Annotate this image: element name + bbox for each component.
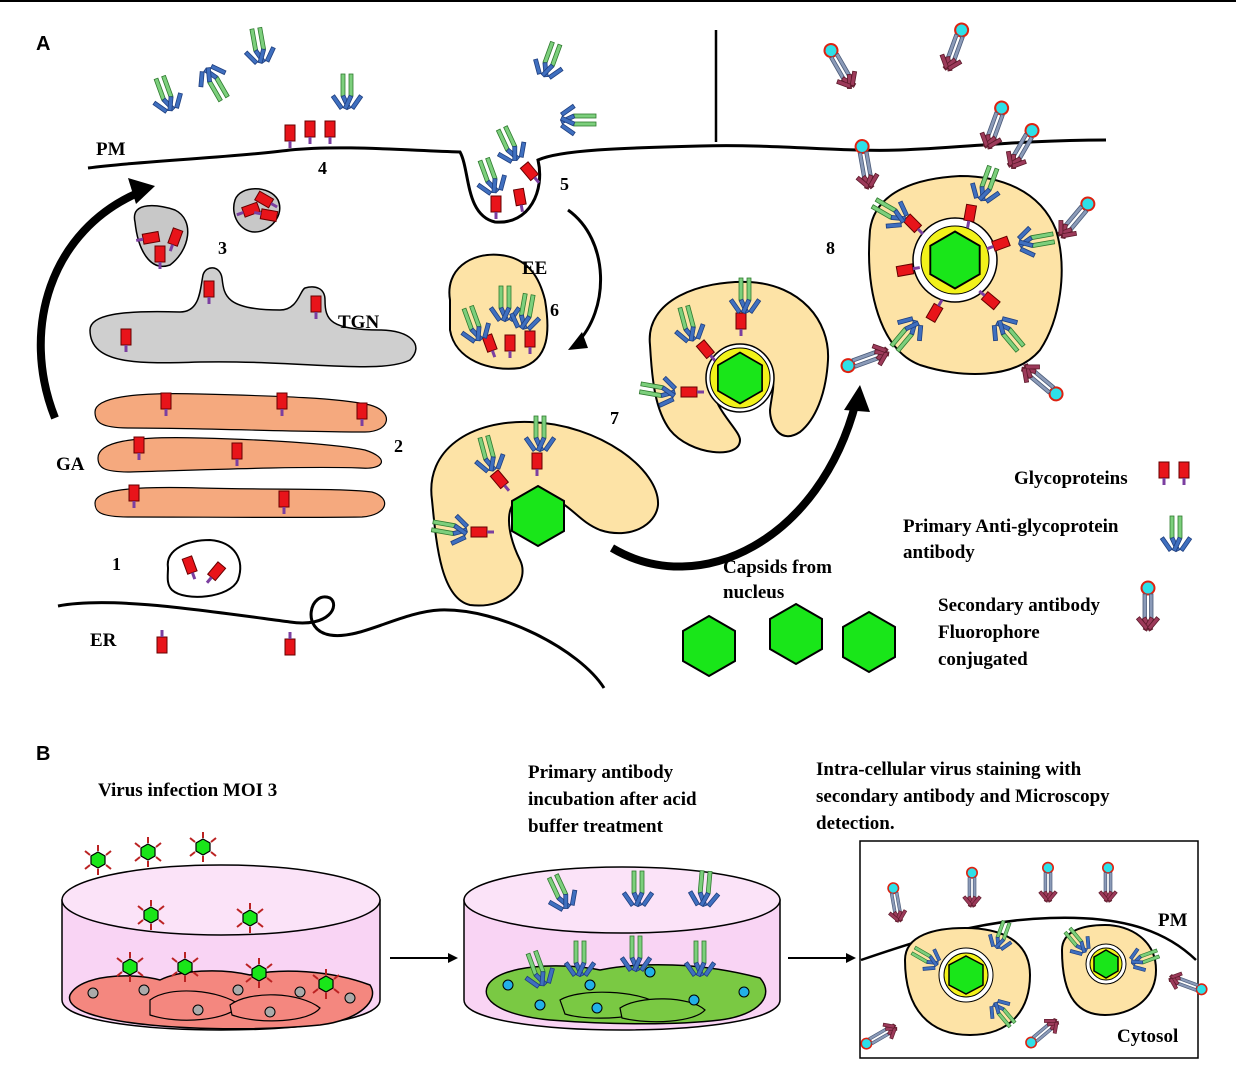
tgn-body <box>89 267 417 368</box>
maturation-arrow <box>609 400 860 571</box>
ee-label: EE <box>522 258 547 279</box>
step2-text-3: buffer treatment <box>528 816 664 837</box>
step2-text-2: incubation after acid <box>528 789 697 810</box>
step3-text-3: detection. <box>816 813 895 834</box>
step-5: 5 <box>560 174 569 194</box>
er-glyco-2 <box>284 631 296 656</box>
legend-primary-2: antibody <box>903 542 975 563</box>
free-antibodies-left <box>144 25 597 137</box>
box-pm-label: PM <box>1158 910 1188 931</box>
legend-gp-1 <box>1158 461 1170 486</box>
ga-label: GA <box>56 454 85 475</box>
step2-text-1: Primary antibody <box>528 762 674 783</box>
secretory-arrow <box>36 188 142 420</box>
wrapping-vesicle-1 <box>430 420 660 607</box>
step-6: 6 <box>550 300 559 320</box>
plasma-membrane <box>87 138 1107 224</box>
capsids-label-2: nucleus <box>723 582 784 603</box>
legend-secondary-3: conjugated <box>938 649 1028 670</box>
microscopy-box <box>856 840 1211 1059</box>
step-8: 8 <box>826 238 835 258</box>
dish-infection <box>61 831 381 1031</box>
legend-secondary-2: Fluorophore <box>938 622 1040 643</box>
pm-glycoproteins <box>284 120 336 149</box>
pm-label: PM <box>96 139 126 160</box>
arrow-step-2-head <box>846 953 856 963</box>
free-secondary-2 <box>935 18 976 76</box>
step-4: 4 <box>318 158 327 178</box>
step3-text-1: Intra-cellular virus staining with <box>816 759 1082 780</box>
step1-text: Virus infection MOI 3 <box>98 780 277 801</box>
legend-glycoproteins: Glycoproteins <box>1014 468 1128 489</box>
er-membrane <box>57 595 606 689</box>
free-secondary-1 <box>816 38 864 95</box>
step-2: 2 <box>394 436 403 456</box>
er-label: ER <box>90 630 117 651</box>
legend-gp-2 <box>1178 461 1190 486</box>
step-7: 7 <box>610 408 619 428</box>
arrow-step-1-head <box>448 953 458 963</box>
panel-b-label: B <box>36 743 50 765</box>
maturation-arrow-head <box>844 385 870 412</box>
legend-secondary-icon <box>1135 580 1161 633</box>
capsid-free-2 <box>769 603 823 665</box>
er-glyco-1 <box>156 629 168 654</box>
step-1: 1 <box>112 554 121 574</box>
secretory-vesicles <box>133 188 281 270</box>
step-3: 3 <box>218 238 227 258</box>
secretory-arrow-head <box>128 178 155 204</box>
capsid-free-3 <box>842 611 896 673</box>
dish-primary <box>463 866 781 1031</box>
tgn-label: TGN <box>338 312 379 333</box>
legend-secondary-1: Secondary antibody <box>938 595 1101 616</box>
capsids-label-1: Capsids from <box>723 557 832 578</box>
step3-text-2: secondary antibody and Microscopy <box>816 786 1110 807</box>
legend-primary-icon <box>1159 515 1193 552</box>
endocytosis-arrow <box>567 208 602 346</box>
panel-a-label: A <box>36 33 50 55</box>
box-cytosol-label: Cytosol <box>1117 1026 1178 1047</box>
golgi-apparatus <box>94 392 388 519</box>
endocytosis-arrow-head <box>568 332 588 350</box>
capsid-free-1 <box>682 615 736 677</box>
legend-primary-1: Primary Anti-glycoprotein <box>903 516 1119 537</box>
er-vesicle <box>166 538 242 598</box>
